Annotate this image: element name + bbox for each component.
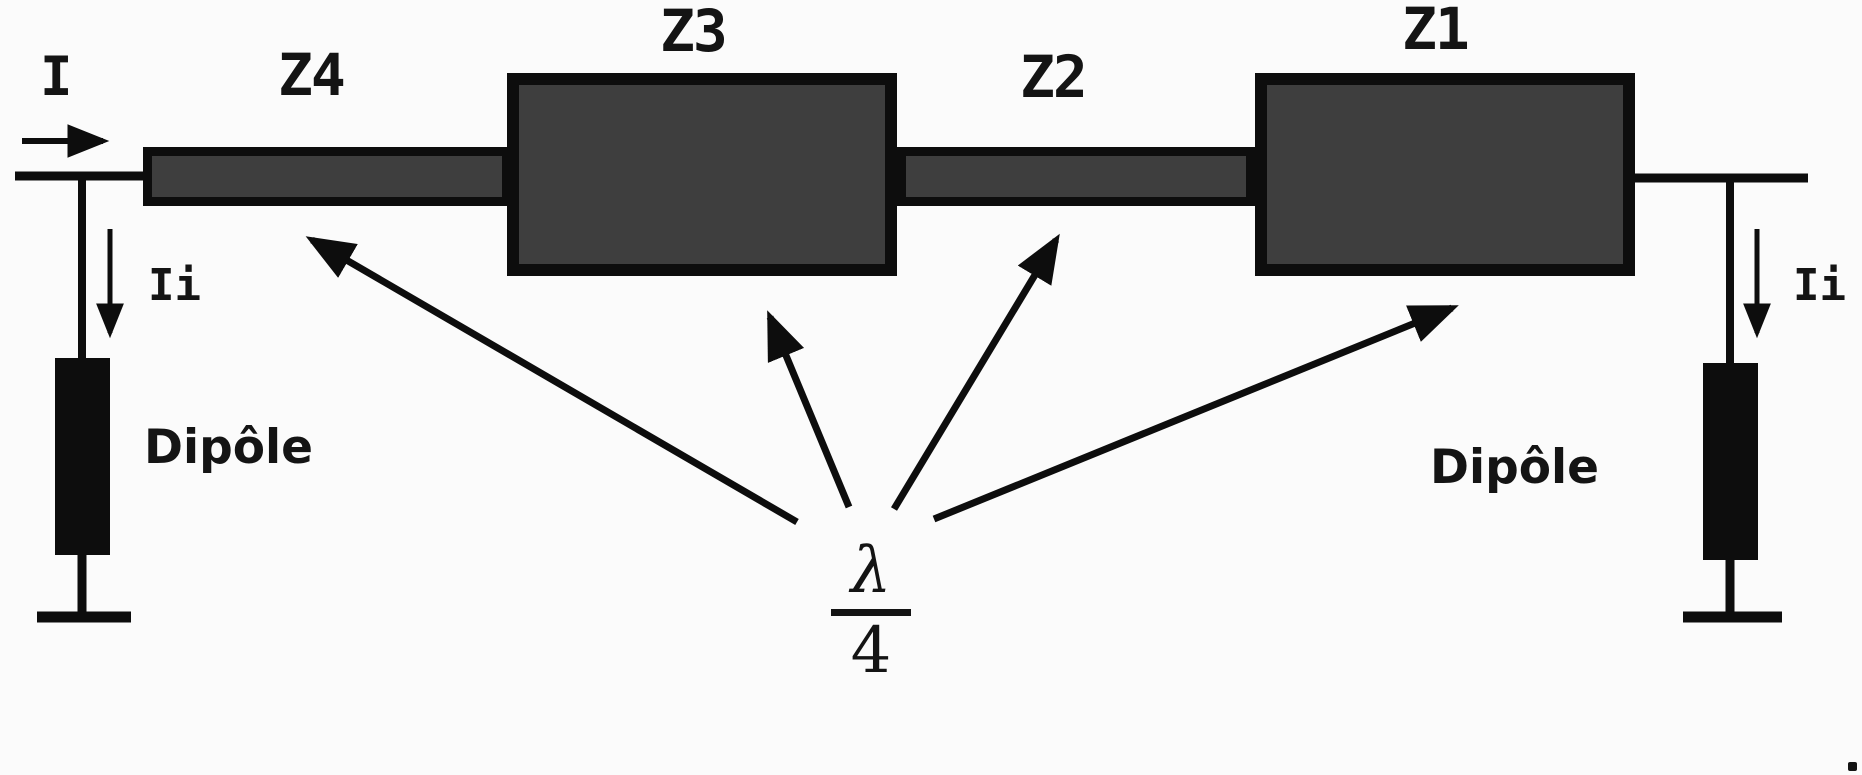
current-label: I xyxy=(40,45,73,108)
z4-line-segment xyxy=(143,147,511,206)
z1-transformer-block xyxy=(1255,73,1635,276)
quarter-wave-arrow-z1-icon xyxy=(932,304,1459,523)
z1-label: Z1 xyxy=(1402,0,1470,63)
z2-line-segment xyxy=(897,147,1255,206)
quarter-wave-arrow-z4-icon xyxy=(305,236,799,526)
z4-label: Z4 xyxy=(278,41,346,109)
dipole-label-right: Dipôle xyxy=(1430,440,1600,495)
left-dipole-element xyxy=(55,358,110,555)
quarter-wave-arrow-z3-icon xyxy=(766,310,853,509)
z2-label: Z2 xyxy=(1020,43,1088,111)
lambda-numerator: λ xyxy=(850,534,892,608)
corner-artifact-dot xyxy=(1848,762,1857,771)
quarter-wave-arrow-z2-icon xyxy=(891,233,1060,511)
z3-label: Z3 xyxy=(660,0,728,65)
fraction-bar xyxy=(831,609,911,617)
right-dipole-element xyxy=(1703,363,1758,560)
four-denominator: 4 xyxy=(850,614,892,689)
z3-transformer-block xyxy=(507,73,897,276)
lambda-over-four-fraction: λ 4 xyxy=(821,534,921,689)
induced-current-label-left: Ii xyxy=(148,260,201,311)
dipole-label-left: Dipôle xyxy=(144,420,314,475)
induced-current-label-right: Ii xyxy=(1793,260,1846,311)
